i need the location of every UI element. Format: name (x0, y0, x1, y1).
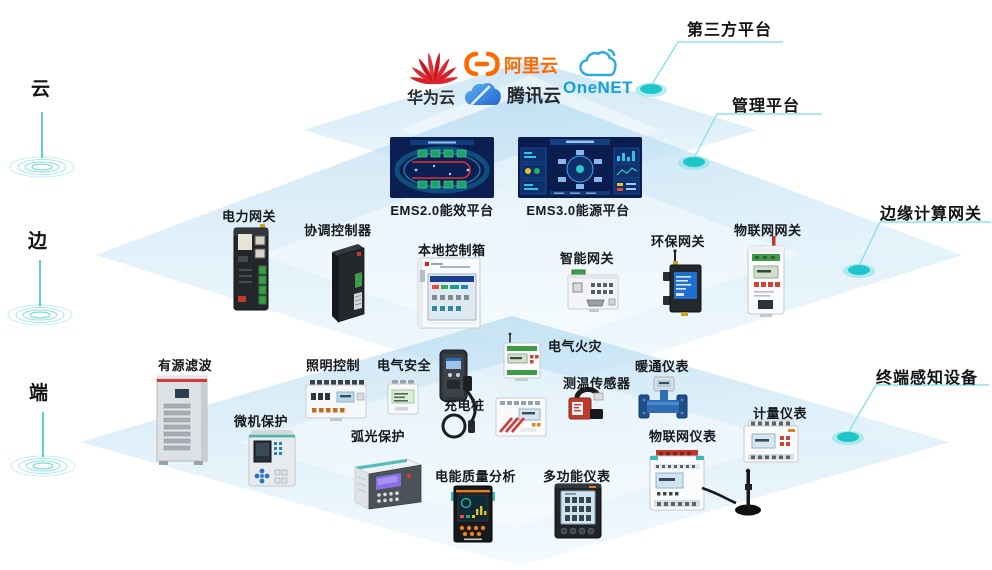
edge-ripple-icon (7, 260, 73, 326)
env-gateway-label: 环保网关 (651, 234, 706, 249)
alibaba-cloud-icon (464, 51, 500, 77)
local-control-box-label: 本地控制箱 (418, 243, 486, 258)
iot-gateway-label: 物联网网关 (734, 223, 802, 238)
callout-edge-gateway: 边缘计算网关 (880, 206, 983, 223)
arc-protection-label: 弧光保护 (351, 429, 406, 444)
terminal-plane-facet (512, 316, 950, 442)
charging-pile-image (439, 349, 477, 439)
micro-protection-label: 微机保护 (234, 414, 289, 429)
power-quality-label: 电能质量分析 (435, 469, 517, 484)
smart-gateway-label: 智能网关 (560, 251, 615, 266)
micro-protection-image (248, 430, 296, 487)
ems3-dashboard-image (518, 137, 642, 198)
arc-protection-image (353, 458, 423, 510)
electrical-safety-image (387, 380, 419, 415)
active-filter-label: 有源滤波 (158, 358, 213, 373)
layer-label-edge: 边 (28, 231, 48, 252)
hvac-meter-label: 暖通仪表 (635, 359, 690, 374)
onenet-cloud-icon (579, 48, 617, 77)
metering-meter-image (743, 419, 799, 463)
lighting-control-label: 照明控制 (306, 358, 361, 373)
ems2-label: EMS2.0能效平台 (390, 203, 494, 218)
edge-gateway-connector-line (858, 221, 991, 267)
terminal-ripple-icon (10, 412, 76, 477)
tencent-cloud-label: 腾讯云 (507, 86, 561, 106)
edge-plane-facet (530, 92, 962, 255)
iot-meter-image (649, 450, 761, 516)
callout-terminal-devices: 终端感知设备 (876, 370, 979, 387)
node-third-party (635, 83, 667, 97)
electrical-safety-label: 电气安全 (377, 358, 432, 373)
huawei-cloud-label: 华为云 (406, 90, 455, 107)
power-gateway-label: 电力网关 (222, 209, 277, 224)
electrical-fire-label: 电气火灾 (548, 339, 603, 354)
power-quality-image (451, 485, 495, 543)
lighting-control-image (305, 380, 367, 421)
multifunction-meter-image (554, 483, 602, 539)
iot-gateway-image (747, 236, 785, 317)
smart-gateway-image (567, 269, 619, 312)
metering-meter-label: 计量仪表 (753, 406, 808, 421)
coordinator-label: 协调控制器 (304, 223, 372, 238)
electrical-fire-monitor-image (495, 397, 547, 437)
temp-sensor-label: 测温传感器 (563, 376, 631, 391)
node-edge-gateway (843, 264, 875, 278)
layer-label-terminal: 端 (29, 383, 49, 404)
ems3-label: EMS3.0能源平台 (526, 203, 630, 218)
power-gateway-image (233, 224, 269, 311)
electrical-fire-image (503, 332, 541, 381)
callout-management: 管理平台 (732, 98, 801, 115)
onenet-label: OneNET (563, 78, 634, 97)
edge-plane (96, 92, 962, 393)
management-connector-line (693, 113, 822, 159)
terminal-plane (80, 316, 950, 566)
env-gateway-image (663, 249, 702, 316)
active-filter-image (156, 375, 208, 465)
coordinator-image (332, 244, 365, 323)
cloud-ripple-icon (9, 112, 75, 178)
layer-label-cloud: 云 (31, 79, 51, 100)
terminal-devices-connector-line (847, 384, 989, 434)
multifunction-meter-label: 多功能仪表 (543, 469, 611, 484)
hvac-meter-image (638, 376, 688, 419)
node-management (678, 156, 710, 170)
callout-third-party: 第三方平台 (687, 22, 773, 39)
local-control-box-image (417, 257, 481, 329)
ems2-dashboard-image (390, 137, 494, 198)
iot-meter-label: 物联网仪表 (649, 429, 717, 444)
node-terminal-devices (832, 431, 864, 445)
huawei-logo-icon (409, 52, 459, 85)
third-party-connector-line (650, 41, 783, 87)
alibaba-cloud-label: 阿里云 (504, 56, 558, 76)
tencent-cloud-icon (465, 83, 501, 106)
temp-sensor-image (568, 386, 604, 420)
